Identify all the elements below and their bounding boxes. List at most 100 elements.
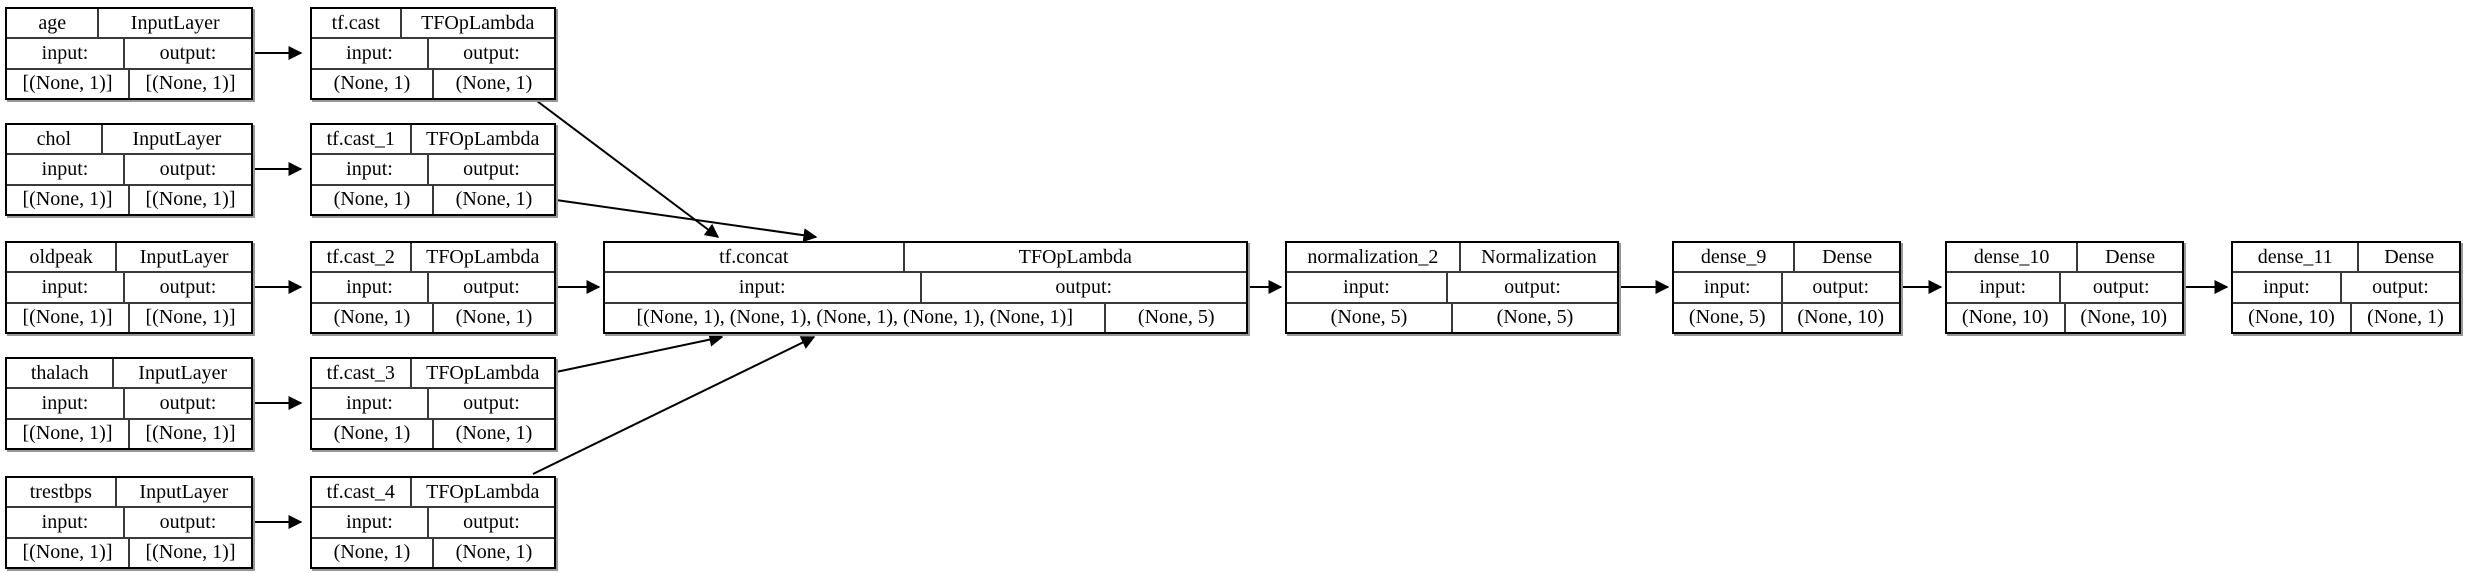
output-label: output: bbox=[1780, 273, 1900, 302]
edge-tfcast4-to-concat bbox=[532, 336, 816, 475]
io-label-row: input: output: bbox=[312, 506, 554, 537]
layer-header-row: tf.cast_1 TFOpLambda bbox=[312, 125, 555, 154]
output-shape: (None, 1) bbox=[432, 538, 554, 567]
io-label-row: input: output: bbox=[1947, 271, 2183, 302]
output-shape: [(None, 1)] bbox=[128, 303, 251, 332]
io-shape-row: [(None, 1), (None, 1), (None, 1), (None,… bbox=[605, 301, 1246, 332]
output-label: output: bbox=[123, 508, 251, 537]
layer-name: thalach bbox=[30, 361, 89, 384]
input-label: input: bbox=[1343, 275, 1390, 298]
output-label: output: bbox=[123, 155, 251, 184]
node-dense-10: dense_10 Dense input: output: (None, 10)… bbox=[1945, 241, 2184, 334]
layer-name: dense_10 bbox=[1973, 245, 2050, 268]
output-label: output: bbox=[123, 39, 251, 68]
node-tf-cast-2: tf.cast_2 TFOpLambda input: output: (Non… bbox=[310, 241, 556, 334]
io-label-row: input: output: bbox=[605, 271, 1247, 302]
output-label: output: bbox=[123, 273, 251, 302]
layer-name: oldpeak bbox=[29, 245, 93, 268]
layer-name: tf.cast_3 bbox=[326, 361, 395, 384]
layer-header-row: dense_11 Dense bbox=[2233, 243, 2459, 272]
output-shape: [(None, 1)] bbox=[128, 185, 251, 214]
layer-header-row: chol InputLayer bbox=[7, 125, 251, 154]
layer-header-row: trestbps InputLayer bbox=[7, 478, 251, 507]
io-shape-row: [(None, 1)] [(None, 1)] bbox=[7, 536, 251, 567]
output-label: output: bbox=[427, 39, 554, 68]
layer-header-row: tf.cast_2 TFOpLambda bbox=[312, 243, 555, 272]
input-shape: (None, 5) bbox=[1330, 306, 1408, 329]
input-label: input: bbox=[41, 41, 89, 64]
node-age: age InputLayer input: output: [(None, 1)… bbox=[5, 7, 253, 100]
layer-header-row: tf.cast_3 TFOpLambda bbox=[312, 359, 554, 388]
io-shape-row: (None, 10) (None, 10) bbox=[1947, 301, 2183, 332]
output-shape: [(None, 1)] bbox=[128, 419, 251, 448]
node-tf-concat: tf.concat TFOpLambda input: output: [(No… bbox=[603, 241, 1248, 334]
node-normalization-2: normalization_2 Normalization input: out… bbox=[1285, 241, 1619, 334]
layer-type: Dense bbox=[2076, 243, 2182, 272]
io-label-row: input: output: bbox=[7, 153, 251, 184]
layer-name: tf.concat bbox=[719, 245, 789, 268]
layer-type: InputLayer bbox=[112, 359, 251, 388]
layer-name: dense_11 bbox=[2257, 245, 2333, 268]
output-shape: (None, 1) bbox=[432, 185, 554, 214]
node-dense-11: dense_11 Dense input: output: (None, 10)… bbox=[2231, 241, 2461, 334]
layer-name: normalization_2 bbox=[1307, 245, 1439, 268]
edge-tfcast1-to-concat bbox=[555, 199, 818, 243]
layer-header-row: normalization_2 Normalization bbox=[1287, 243, 1617, 272]
output-shape: (None, 10) bbox=[2063, 303, 2183, 332]
input-label: input: bbox=[41, 275, 89, 298]
input-label: input: bbox=[346, 41, 393, 64]
layer-header-row: tf.cast_4 TFOpLambda bbox=[312, 478, 555, 507]
layer-type: TFOpLambda bbox=[409, 125, 555, 154]
output-label: output: bbox=[919, 273, 1247, 302]
input-shape: (None, 1) bbox=[333, 72, 411, 95]
node-tf-cast: tf.cast TFOpLambda input: output: (None,… bbox=[310, 7, 556, 100]
output-label: output: bbox=[427, 273, 554, 302]
input-label: input: bbox=[346, 157, 393, 180]
output-label: output: bbox=[123, 389, 251, 418]
input-shape: (None, 1) bbox=[333, 422, 411, 445]
node-oldpeak: oldpeak InputLayer input: output: [(None… bbox=[5, 241, 253, 334]
input-label: input: bbox=[41, 157, 89, 180]
io-label-row: input: output: bbox=[1287, 271, 1617, 302]
layer-type: TFOpLambda bbox=[409, 478, 555, 507]
io-shape-row: (None, 5) (None, 10) bbox=[1674, 301, 1900, 332]
layer-type: TFOpLambda bbox=[902, 243, 1246, 272]
output-shape: (None, 10) bbox=[1780, 303, 1900, 332]
edge-tfcast-to-concat bbox=[532, 97, 720, 238]
layer-name: age bbox=[38, 11, 67, 34]
node-tf-cast-1: tf.cast_1 TFOpLambda input: output: (Non… bbox=[310, 123, 556, 216]
io-shape-row: [(None, 1)] [(None, 1)] bbox=[7, 183, 251, 214]
input-label: input: bbox=[346, 275, 393, 298]
input-shape: [(None, 1)] bbox=[22, 188, 113, 211]
io-shape-row: [(None, 1)] [(None, 1)] bbox=[7, 417, 251, 448]
layer-header-row: thalach InputLayer bbox=[7, 359, 251, 388]
output-shape: [(None, 1)] bbox=[128, 69, 251, 98]
node-trestbps: trestbps InputLayer input: output: [(Non… bbox=[5, 476, 253, 569]
layer-type: Dense bbox=[1793, 243, 1899, 272]
io-label-row: input: output: bbox=[7, 271, 251, 302]
input-shape: (None, 1) bbox=[333, 188, 411, 211]
input-shape: (None, 5) bbox=[1688, 306, 1766, 329]
layer-type: TFOpLambda bbox=[409, 243, 555, 272]
output-label: output: bbox=[427, 508, 554, 537]
layer-header-row: tf.concat TFOpLambda bbox=[605, 243, 1246, 272]
layer-name: tf.cast_1 bbox=[326, 127, 395, 150]
layer-name: dense_9 bbox=[1700, 245, 1767, 268]
node-dense-9: dense_9 Dense input: output: (None, 5) (… bbox=[1672, 241, 1901, 334]
io-shape-row: [(None, 1)] [(None, 1)] bbox=[7, 301, 251, 332]
input-label: input: bbox=[1979, 275, 2027, 298]
input-label: input: bbox=[346, 510, 393, 533]
layer-name: tf.cast bbox=[331, 11, 380, 34]
io-label-row: input: output: bbox=[7, 506, 251, 537]
layer-header-row: dense_10 Dense bbox=[1947, 243, 2182, 272]
output-label: output: bbox=[2058, 273, 2183, 302]
output-shape: (None, 5) bbox=[1104, 303, 1246, 332]
layer-header-row: tf.cast TFOpLambda bbox=[312, 9, 554, 38]
node-thalach: thalach InputLayer input: output: [(None… bbox=[5, 357, 253, 450]
node-tf-cast-4: tf.cast_4 TFOpLambda input: output: (Non… bbox=[310, 476, 556, 569]
input-shape: (None, 1) bbox=[333, 306, 411, 329]
layer-header-row: oldpeak InputLayer bbox=[7, 243, 251, 272]
layer-type: Normalization bbox=[1458, 243, 1617, 272]
